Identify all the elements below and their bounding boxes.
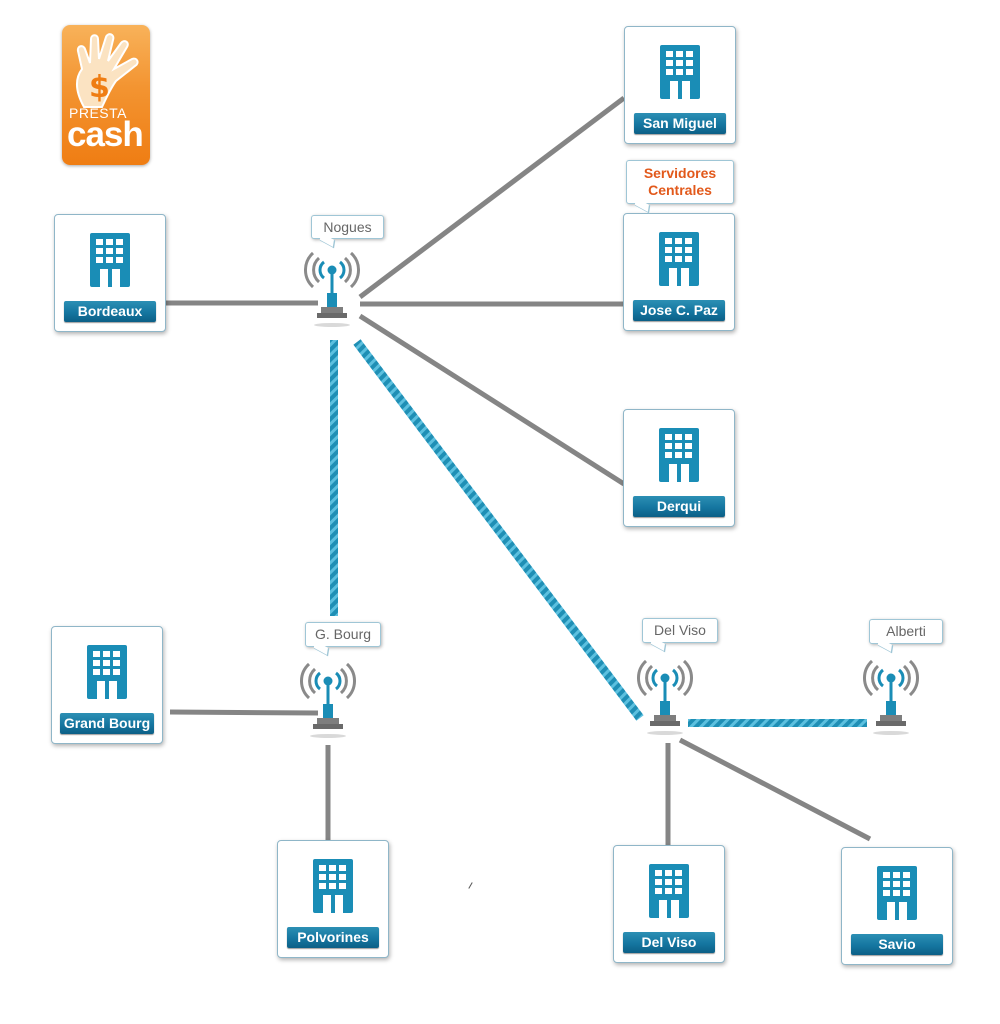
building-icon <box>660 45 700 99</box>
building-icon <box>659 428 699 482</box>
callout-servidores-line1: Servidores <box>643 165 717 181</box>
site-label: Del Viso <box>623 932 715 953</box>
link-nogues-derqui <box>358 313 626 487</box>
site-del-viso[interactable]: Del Viso <box>613 845 725 963</box>
antenna-del-viso[interactable] <box>637 656 693 742</box>
svg-text:$: $ <box>89 70 110 105</box>
site-label: Grand Bourg <box>60 713 154 734</box>
hand-dollar-icon: $ <box>76 33 139 108</box>
antenna-g-bourg[interactable] <box>300 659 356 745</box>
site-label: Bordeaux <box>64 301 156 322</box>
callout-nogues: Nogues <box>311 215 384 239</box>
building-icon <box>87 645 127 699</box>
wireless-antenna-icon <box>304 251 360 327</box>
site-derqui[interactable]: Derqui <box>623 409 735 527</box>
antenna-alberti[interactable] <box>863 656 919 742</box>
site-grand-bourg[interactable]: Grand Bourg <box>51 626 163 744</box>
building-icon <box>313 859 353 913</box>
site-label: San Miguel <box>634 113 726 134</box>
site-bordeaux[interactable]: Bordeaux <box>54 214 166 332</box>
link-nogues-san-miguel <box>358 96 626 299</box>
wireless-link-nogues-del-viso <box>353 339 644 721</box>
callout-g-bourg: G. Bourg <box>305 622 381 647</box>
prestacash-logo: $ PRESTA cash <box>62 25 150 165</box>
site-label: Polvorines <box>287 927 379 948</box>
wireless-antenna-icon <box>300 662 356 738</box>
callout-alberti: Alberti <box>869 619 943 644</box>
logo-text-cash: cash <box>67 115 144 154</box>
wireless-antenna-icon <box>637 659 693 735</box>
callout-del-viso: Del Viso <box>642 618 718 643</box>
link-g-bourg-grand-bourg <box>169 709 319 716</box>
site-label: Jose C. Paz <box>633 300 725 321</box>
link-del-viso-savio <box>678 737 872 842</box>
site-label: Savio <box>851 934 943 955</box>
building-icon <box>659 232 699 286</box>
wireless-antenna-icon <box>863 659 919 735</box>
site-jose-c-paz[interactable]: Jose C. Paz <box>623 213 735 331</box>
callout-servidores-centrales: Servidores Centrales <box>626 160 734 204</box>
callout-servidores-line2: Centrales <box>648 182 712 198</box>
building-icon <box>877 866 917 920</box>
site-san-miguel[interactable]: San Miguel <box>624 26 736 144</box>
antenna-nogues[interactable] <box>304 248 360 334</box>
site-polvorines[interactable]: Polvorines <box>277 840 389 958</box>
site-savio[interactable]: Savio <box>841 847 953 965</box>
building-icon <box>90 233 130 287</box>
building-icon <box>649 864 689 918</box>
site-label: Derqui <box>633 496 725 517</box>
logo-text-presta: PRESTA <box>69 105 127 121</box>
